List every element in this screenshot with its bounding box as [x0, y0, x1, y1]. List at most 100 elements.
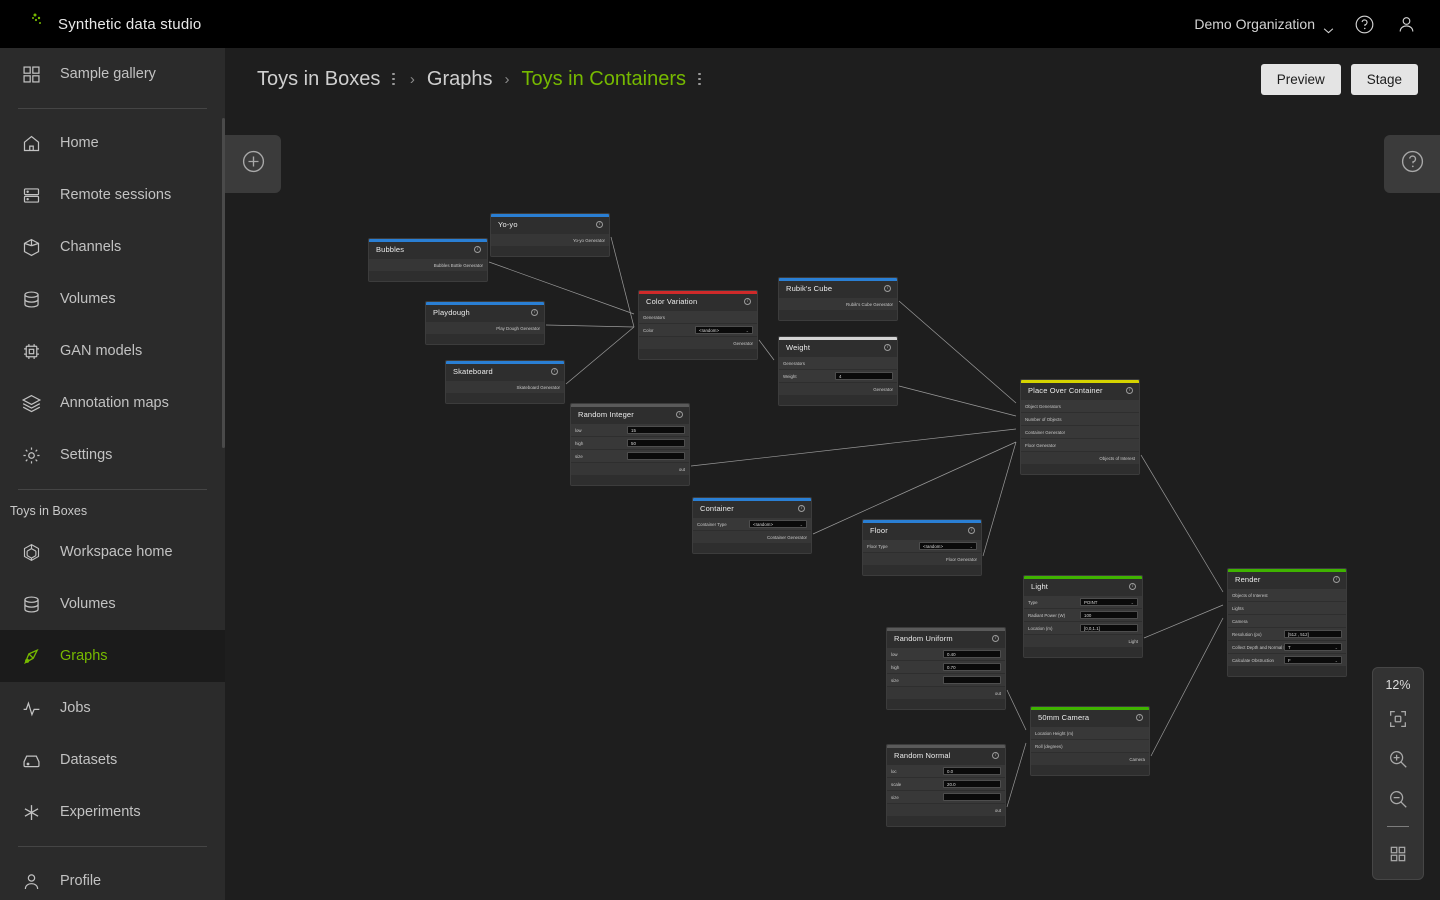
- node-input-row[interactable]: Generators: [779, 357, 897, 369]
- sidebar-item-annotation-maps[interactable]: Annotation maps: [0, 377, 225, 429]
- canvas-help-button[interactable]: [1384, 135, 1440, 193]
- node-field-input[interactable]: 0.70: [943, 663, 1001, 671]
- input-port[interactable]: [1020, 429, 1021, 435]
- output-port[interactable]: [898, 386, 899, 392]
- node-field-row[interactable]: Resolution (px)[512 , 512]: [1228, 628, 1346, 640]
- input-port[interactable]: [1023, 599, 1024, 605]
- node-field-input[interactable]: [627, 452, 685, 460]
- node-info-icon[interactable]: [474, 246, 481, 253]
- node-field-input[interactable]: 0.40: [943, 650, 1001, 658]
- node-output-row[interactable]: out: [571, 463, 689, 475]
- sidebar-item-jobs[interactable]: Jobs: [0, 682, 225, 734]
- graph-node-bubbles[interactable]: BubblesBubbles Bottle Generator: [368, 238, 488, 282]
- input-port[interactable]: [778, 360, 779, 366]
- zoom-out-icon[interactable]: [1385, 786, 1411, 812]
- node-info-icon[interactable]: [596, 221, 603, 228]
- node-input-row[interactable]: Location Height (m): [1031, 727, 1149, 739]
- node-field-row[interactable]: size: [887, 791, 1005, 803]
- input-port[interactable]: [1227, 644, 1228, 650]
- node-input-row[interactable]: Floor Generator: [1021, 439, 1139, 451]
- output-port[interactable]: [1006, 807, 1007, 813]
- fit-screen-icon[interactable]: [1385, 706, 1411, 732]
- stage-button[interactable]: Stage: [1350, 63, 1418, 95]
- sidebar-item-sample-gallery[interactable]: Sample gallery: [0, 48, 225, 100]
- input-port[interactable]: [886, 794, 887, 800]
- input-port[interactable]: [778, 373, 779, 379]
- graph-node-playdough[interactable]: PlaydoughPlay Dough Generator: [425, 301, 545, 345]
- input-port[interactable]: [570, 453, 571, 459]
- node-output-row[interactable]: Floor Generator: [863, 553, 981, 565]
- node-field-row[interactable]: Container Type<random>⌄: [693, 518, 811, 530]
- input-port[interactable]: [1227, 592, 1228, 598]
- sidebar-item-remote-sessions[interactable]: Remote sessions: [0, 169, 225, 221]
- node-info-icon[interactable]: [1126, 387, 1133, 394]
- output-port[interactable]: [565, 384, 566, 390]
- node-info-icon[interactable]: [798, 505, 805, 512]
- node-input-row[interactable]: Generators: [639, 311, 757, 323]
- grid-icon[interactable]: [1385, 841, 1411, 867]
- sidebar-item-graphs[interactable]: Graphs: [0, 630, 225, 682]
- node-info-icon[interactable]: [531, 309, 538, 316]
- graph-node-light[interactable]: LightTypePOINT⌄Radiant Power (W)100Locat…: [1023, 575, 1143, 658]
- breadcrumb-item-workspace[interactable]: Toys in Boxes: [257, 67, 381, 90]
- organization-selector[interactable]: Demo Organization: [1194, 16, 1334, 33]
- graph-canvas[interactable]: Yo-yoYo-yo GeneratorBubblesBubbles Bottl…: [225, 110, 1440, 900]
- add-node-button[interactable]: [225, 135, 281, 193]
- node-output-row[interactable]: out: [887, 687, 1005, 699]
- node-field-row[interactable]: Collect Depth and Normal Ma...T⌄: [1228, 641, 1346, 653]
- node-output-row[interactable]: out: [887, 804, 1005, 816]
- node-input-row[interactable]: Lights: [1228, 602, 1346, 614]
- node-field-row[interactable]: size: [571, 450, 689, 462]
- graph-node-camera-50mm[interactable]: 50mm CameraLocation Height (m)Roll (degr…: [1030, 706, 1150, 776]
- node-info-icon[interactable]: [551, 368, 558, 375]
- node-output-row[interactable]: Rubik's Cube Generator: [779, 298, 897, 310]
- graph-node-container[interactable]: ContainerContainer Type<random>⌄Containe…: [692, 497, 812, 554]
- input-port[interactable]: [692, 521, 693, 527]
- node-output-row[interactable]: Camera: [1031, 753, 1149, 765]
- output-port[interactable]: [690, 466, 691, 472]
- node-input-row[interactable]: Camera: [1228, 615, 1346, 627]
- sidebar-item-volumes[interactable]: Volumes: [0, 273, 225, 325]
- output-port[interactable]: [982, 556, 983, 562]
- sidebar-item-experiments[interactable]: Experiments: [0, 786, 225, 838]
- node-field-input[interactable]: 15: [627, 426, 685, 434]
- input-port[interactable]: [1227, 605, 1228, 611]
- node-field-select[interactable]: T⌄: [1284, 643, 1342, 651]
- node-info-icon[interactable]: [992, 635, 999, 642]
- sidebar-item-workspace-home[interactable]: Workspace home: [0, 526, 225, 578]
- output-port[interactable]: [545, 325, 546, 331]
- node-field-select[interactable]: <random>⌄: [919, 542, 977, 550]
- sidebar-item-gan-models[interactable]: GAN models: [0, 325, 225, 377]
- input-port[interactable]: [638, 327, 639, 333]
- node-field-input[interactable]: [0,0,1.1]: [1080, 624, 1138, 632]
- input-port[interactable]: [1030, 743, 1031, 749]
- graph-node-weight[interactable]: WeightGeneratorsWeight4Generator: [778, 336, 898, 406]
- input-port[interactable]: [886, 664, 887, 670]
- input-port[interactable]: [1023, 625, 1024, 631]
- node-info-icon[interactable]: [1129, 583, 1136, 590]
- graph-node-skateboard[interactable]: SkateboardSkateboard Generator: [445, 360, 565, 404]
- help-circle-icon[interactable]: [1352, 12, 1376, 36]
- node-info-icon[interactable]: [884, 344, 891, 351]
- node-output-row[interactable]: Play Dough Generator: [426, 322, 544, 334]
- node-info-icon[interactable]: [1333, 576, 1340, 583]
- node-info-icon[interactable]: [744, 298, 751, 305]
- graph-node-floor[interactable]: FloorFloor Type<random>⌄Floor Generator: [862, 519, 982, 576]
- breadcrumb-workspace-menu-icon[interactable]: [389, 71, 398, 88]
- node-input-row[interactable]: Roll (degrees): [1031, 740, 1149, 752]
- breadcrumb-graph-menu-icon[interactable]: [695, 71, 704, 88]
- output-port[interactable]: [898, 301, 899, 307]
- node-field-row[interactable]: Radiant Power (W)100: [1024, 609, 1142, 621]
- node-output-row[interactable]: Generator: [779, 383, 897, 395]
- node-field-select[interactable]: F⌄: [1284, 656, 1342, 664]
- output-port[interactable]: [1143, 638, 1144, 644]
- zoom-in-icon[interactable]: [1385, 746, 1411, 772]
- node-input-row[interactable]: Container Generator: [1021, 426, 1139, 438]
- input-port[interactable]: [886, 781, 887, 787]
- node-output-row[interactable]: Generator: [639, 337, 757, 349]
